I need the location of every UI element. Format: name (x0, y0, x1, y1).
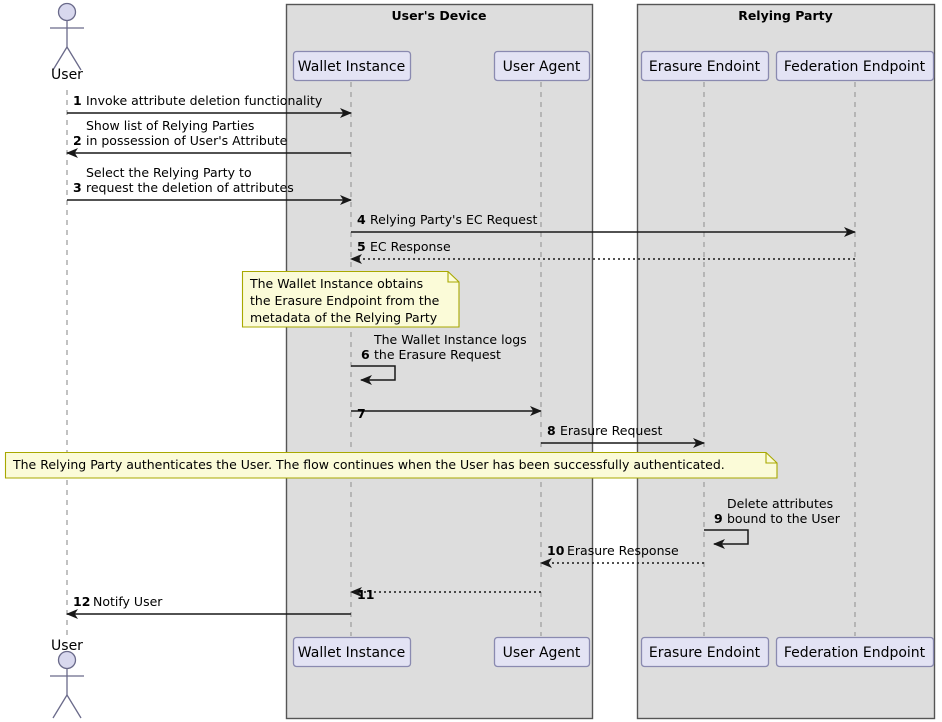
participant-wallet-instance[interactable]: Wallet Instance (292, 636, 412, 668)
participant-label: Federation Endpoint (784, 59, 926, 75)
message-number: 3 (73, 180, 82, 195)
message-number: 10 (547, 543, 565, 558)
lifelines (66, 82, 856, 636)
participant-box[interactable] (775, 636, 935, 668)
message-label: Delete attributes (727, 496, 833, 511)
message-label: Invoke attribute deletion functionality (86, 93, 323, 108)
participant-label: User Agent (503, 645, 581, 661)
message-8: 8 Erasure Request (541, 423, 705, 448)
participant-user-agent[interactable]: User Agent (493, 50, 591, 82)
message-7: 7 (351, 406, 542, 421)
note-relying-party-authenticates-user: The Relying Party authenticates the User… (4, 451, 778, 479)
message-label: EC Response (370, 239, 451, 254)
participant-box[interactable] (775, 50, 935, 82)
actor-leg-left (52, 46, 68, 71)
note-line: metadata of the Relying Party (250, 310, 438, 325)
message-4: 4 Relying Party's EC Request (351, 212, 856, 237)
participant-box[interactable] (493, 636, 591, 668)
participant-user-agent[interactable]: User Agent (493, 636, 591, 668)
message-self-arrow (704, 529, 749, 549)
message-label: Show list of Relying Parties (86, 118, 254, 133)
note-fold-icon (765, 452, 777, 464)
message-number: 2 (73, 133, 82, 148)
participant-erasure-endpoint[interactable]: Erasure Endoint (640, 636, 770, 668)
message-1: 1 Invoke attribute deletion functionality (67, 93, 352, 118)
participant-federation-endpoint[interactable]: Federation Endpoint (775, 636, 935, 668)
message-label: The Wallet Instance logs (373, 332, 527, 347)
message-5: 5 EC Response (350, 239, 855, 264)
message-number: 4 (357, 212, 366, 227)
participant-wallet-instance[interactable]: Wallet Instance (292, 50, 412, 82)
participant-label: Wallet Instance (298, 645, 405, 661)
participant-federation-endpoint[interactable]: Federation Endpoint (775, 50, 935, 82)
participant-box[interactable] (640, 50, 770, 82)
messages: 1 Invoke attribute deletion functionality… (66, 93, 856, 619)
participant-label: Erasure Endoint (649, 645, 761, 661)
note-body (241, 270, 460, 328)
notes: The Wallet Instance obtains the Erasure E… (4, 270, 778, 479)
actor-user-bottom[interactable]: User (50, 638, 84, 719)
message-number: 6 (361, 347, 370, 362)
participant-box[interactable] (292, 636, 412, 668)
actor-leg-right (66, 46, 82, 71)
message-number: 8 (547, 423, 556, 438)
message-label: Relying Party's EC Request (370, 212, 537, 227)
message-label: Notify User (93, 594, 163, 609)
message-label: the Erasure Request (374, 347, 501, 362)
participant-label: Federation Endpoint (784, 645, 926, 661)
note-fold-icon (447, 271, 459, 283)
participant-box[interactable] (292, 50, 412, 82)
actor-leg-right (66, 694, 82, 719)
message-11: 11 (350, 587, 541, 602)
note-erasure-endpoint-metadata: The Wallet Instance obtains the Erasure E… (241, 270, 460, 328)
note-line: the Erasure Endpoint from the (250, 293, 440, 308)
message-number: 11 (357, 587, 374, 602)
message-label: bound to the User (727, 511, 841, 526)
actor-leg-left (52, 694, 68, 719)
message-number: 12 (73, 594, 90, 609)
message-label: Select the Relying Party to (86, 165, 252, 180)
group-title: User's Device (391, 8, 486, 23)
message-number: 5 (357, 239, 366, 254)
actor-head-icon (57, 650, 77, 670)
message-label: Erasure Request (560, 423, 663, 438)
message-label: request the deletion of attributes (86, 180, 294, 195)
participant-erasure-endpoint[interactable]: Erasure Endoint (640, 50, 770, 82)
actor-head-icon (57, 2, 77, 22)
group-title: Relying Party (738, 8, 833, 23)
actor-label: User (51, 67, 83, 83)
group-rect (636, 3, 936, 720)
message-number: 7 (357, 406, 366, 421)
message-label: in possession of User's Attribute (86, 133, 288, 148)
message-number: 1 (73, 93, 82, 108)
participant-label: User Agent (503, 59, 581, 75)
participant-box[interactable] (640, 636, 770, 668)
actor-user-top[interactable]: User (50, 2, 84, 84)
message-number: 9 (714, 511, 723, 526)
note-body (4, 451, 778, 479)
participant-label: Wallet Instance (298, 59, 405, 75)
message-self-arrow (351, 365, 396, 385)
note-line: The Wallet Instance obtains (249, 276, 423, 291)
group-frame: Relying Party (636, 3, 936, 720)
message-label: Erasure Response (567, 543, 679, 558)
participant-box[interactable] (493, 50, 591, 82)
actor-label: User (51, 638, 83, 654)
note-line: The Relying Party authenticates the User… (12, 457, 725, 472)
participant-label: Erasure Endoint (649, 59, 761, 75)
